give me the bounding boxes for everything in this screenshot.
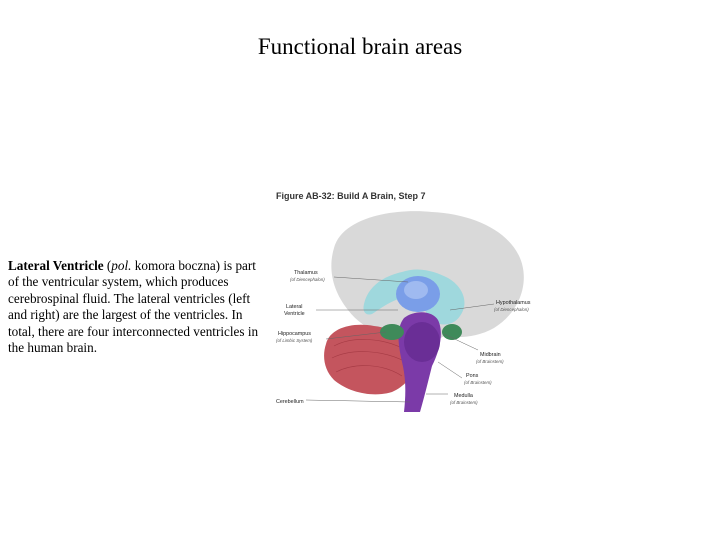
label-cerebellum: Cerebellum <box>276 399 304 405</box>
hippocampus-right-shape <box>442 324 462 340</box>
thalamus-highlight <box>404 281 428 299</box>
pons-shape <box>404 322 440 362</box>
brain-diagram: Figure AB-32: Build A Brain, Step 7 <box>276 191 531 412</box>
label-lateral-2: Ventricle <box>284 311 305 317</box>
label-lateral-1: Lateral <box>286 304 302 310</box>
label-hippocampus-sub: (of Limbic System) <box>276 338 313 343</box>
cerebellum-folds <box>331 339 407 377</box>
label-medulla-sub: (of Brainstem) <box>450 400 478 405</box>
description-translation: pol. <box>111 258 132 273</box>
slide-title: Functional brain areas <box>257 34 463 59</box>
leader-lines <box>305 276 495 403</box>
label-thalamus-sub: (of Diencephalon) <box>290 277 325 282</box>
label-thalamus: Thalamus <box>294 270 318 276</box>
description-text: Lateral Ventricle (pol. komora boczna) i… <box>8 258 266 356</box>
description-term: Lateral Ventricle <box>8 258 104 273</box>
description-body: is part of the ventricular system, which… <box>8 258 259 356</box>
label-midbrain: Midbrain <box>480 352 501 358</box>
label-hypothalamus: Hypothalamus <box>496 300 531 306</box>
label-hypothalamus-sub: (of Diencephalon) <box>494 307 529 312</box>
description-paren: ( <box>103 258 112 273</box>
brain-figure: Figure AB-32: Build A Brain, Step 7 <box>272 186 546 418</box>
figure-title: Figure AB-32: Build A Brain, Step 7 <box>276 191 426 201</box>
description-translation-rest: komora boczna) <box>131 258 221 273</box>
label-pons: Pons <box>466 373 479 379</box>
label-hippocampus: Hippocampus <box>278 331 311 337</box>
cerebellum-shape <box>324 324 416 395</box>
hippocampus-left-shape <box>380 324 404 340</box>
label-midbrain-sub: (of Brainstem) <box>476 359 504 364</box>
label-medulla: Medulla <box>454 393 473 399</box>
label-pons-sub: (of Brainstem) <box>464 380 492 385</box>
